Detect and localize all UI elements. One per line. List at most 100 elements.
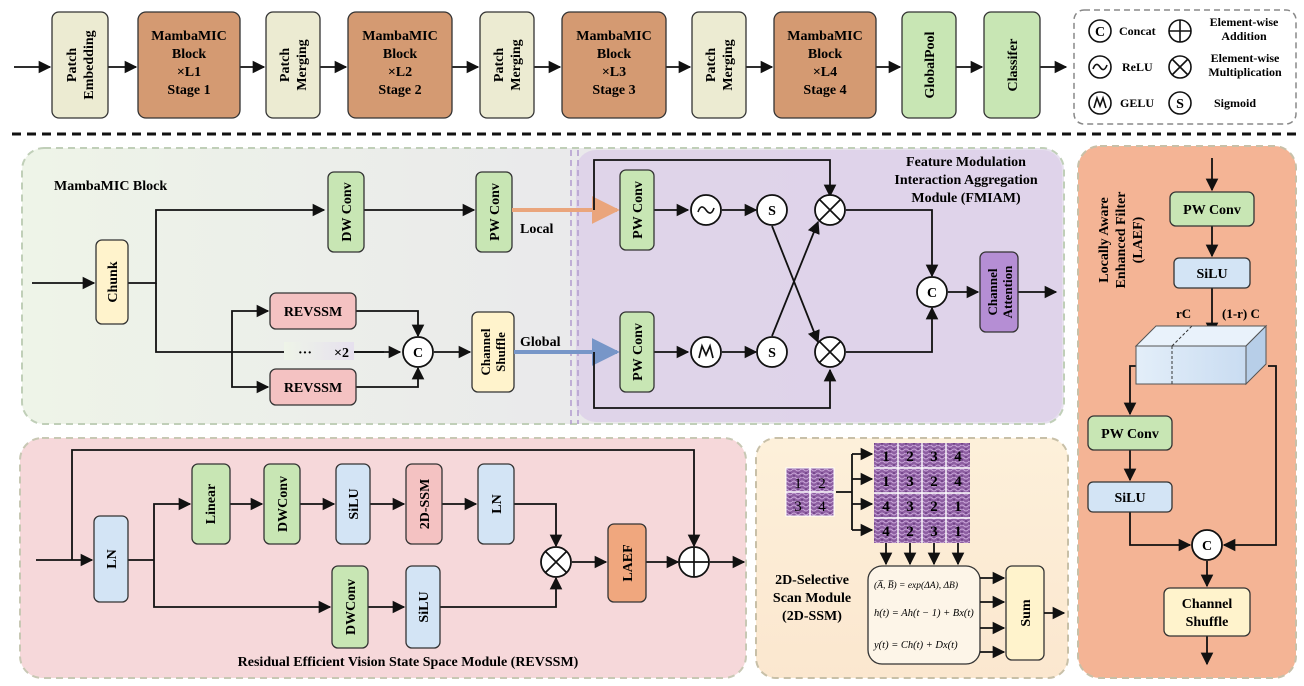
- laef-pw-conv-top-box: [1169, 191, 1255, 227]
- svg-text:S: S: [768, 204, 776, 219]
- svg-text:S: S: [1176, 97, 1184, 112]
- laef-concat-icon: [1191, 529, 1223, 561]
- laef-pw-conv-bottom-label: PW Conv: [1101, 427, 1159, 442]
- laef-silu-top-label: SiLU: [1196, 267, 1227, 282]
- svg-text:C: C: [413, 346, 423, 361]
- laef-silu-bottom-label: SiLU: [1114, 491, 1145, 506]
- stage2-box: [347, 11, 453, 119]
- laef-box: [607, 523, 647, 603]
- laef-silu-bottom-box: [1087, 481, 1173, 513]
- svg-text:4: 4: [882, 524, 890, 540]
- chunk-label: Chunk: [106, 261, 121, 302]
- patch-merging-3-box: [691, 11, 747, 119]
- linear-box: [191, 463, 231, 545]
- legend-gelu-label: GELU: [1120, 96, 1154, 110]
- silu-bottom-label: SiLU: [417, 591, 432, 622]
- laef-pw-conv-top-label: PW Conv: [1183, 203, 1241, 218]
- sum-label: Sum: [1019, 599, 1034, 627]
- repeat-times: ×2: [334, 346, 349, 361]
- laef-silu-top-box: [1173, 257, 1251, 289]
- stage3-box: [561, 11, 667, 119]
- svg-text:1: 1: [794, 476, 802, 492]
- revssm-bottom-label: REVSSM: [284, 381, 342, 396]
- feature-cube: [1134, 324, 1268, 386]
- mambamic-title: MambaMIC Block: [54, 179, 167, 194]
- svg-text:4: 4: [818, 499, 826, 515]
- ssm-box: [405, 463, 443, 545]
- chunk-box: [95, 239, 129, 325]
- svg-text:3: 3: [906, 474, 914, 490]
- channel-attention-box: [979, 251, 1019, 333]
- global-label: Global: [520, 335, 561, 350]
- local-label: Local: [520, 222, 554, 237]
- patch-embedding-box: [51, 11, 109, 119]
- silu-top-label: SiLU: [347, 488, 362, 519]
- classifier-label: Classifer: [1006, 39, 1021, 92]
- pw-conv-local-label: PW Conv: [488, 183, 503, 241]
- svg-text:4: 4: [954, 474, 962, 490]
- sigmoid-top-icon: [756, 194, 788, 226]
- rc-label: rC: [1176, 306, 1191, 321]
- global-pool-label: GlobalPool: [923, 31, 938, 98]
- dwconv-top-label: DWConv: [276, 476, 291, 532]
- fmiam-pw-conv-top-box: [619, 169, 655, 251]
- svg-text:3: 3: [930, 449, 938, 465]
- revssm-panel: Residual Efficient Vision State Space Mo…: [19, 437, 747, 679]
- sigmoid-bottom-icon: [756, 336, 788, 368]
- laef-pw-conv-bottom-box: [1087, 415, 1173, 451]
- ssm2d-panel: 1 2 3 4 1 2 3 4 1 3 2 4 4 3: [755, 437, 1069, 679]
- svg-text:1: 1: [882, 449, 890, 465]
- classifier-box: [983, 11, 1041, 119]
- revssm-ln-in-box: [93, 515, 129, 603]
- dwconv-top-box: [263, 463, 301, 545]
- one-minus-rc-label: (1-r) C: [1222, 306, 1260, 321]
- equation-1: (A̅, B̅) = exp(ΔA), ΔB): [874, 580, 958, 591]
- svg-text:2: 2: [906, 524, 914, 540]
- revssm-top-box: [269, 292, 357, 330]
- fmiam-pw-conv-bottom-label: PW Conv: [631, 323, 646, 381]
- revssm-top-label: REVSSM: [284, 305, 342, 320]
- laef-channel-shuffle-box: [1163, 587, 1251, 637]
- mambamic-panel: MambaMIC Block Chunk DW Conv PW Conv REV…: [21, 147, 1065, 425]
- svg-text:4: 4: [954, 449, 962, 465]
- svg-text:2: 2: [930, 474, 938, 490]
- svg-text:1: 1: [954, 524, 962, 540]
- fmiam-pw-conv-top-label: PW Conv: [631, 181, 646, 239]
- dw-conv-box: [327, 171, 365, 253]
- channel-attention-label: ChannelAttention: [985, 265, 1015, 318]
- svg-text:C: C: [927, 286, 937, 301]
- svg-text:3: 3: [794, 499, 802, 515]
- svg-text:1: 1: [954, 499, 962, 515]
- svg-text:2: 2: [930, 499, 938, 515]
- channel-shuffle-label: ChannelShuffle: [478, 328, 508, 375]
- gelu-icon: [690, 336, 722, 368]
- input-grid: 1 2 3 4: [785, 467, 835, 517]
- patch-merging-2-box: [479, 11, 535, 119]
- silu-bottom-box: [405, 565, 441, 649]
- fmiam-pw-conv-bottom-box: [619, 311, 655, 393]
- concat-symbol-icon: [1088, 19, 1112, 43]
- equation-2: h(t) = Ah(t − 1) + Bx(t): [874, 608, 974, 619]
- laef-box-label: LAEF: [621, 544, 636, 581]
- concat-icon: [402, 336, 434, 368]
- linear-label: Linear: [204, 484, 219, 524]
- svg-text:3: 3: [906, 499, 914, 515]
- dw-conv-label: DW Conv: [340, 182, 355, 241]
- svg-text:S: S: [768, 346, 776, 361]
- dwconv-bottom-box: [331, 565, 369, 649]
- revssm-ln-in-label: LN: [105, 549, 120, 568]
- revssm-title: Residual Efficient Vision State Space Mo…: [238, 655, 579, 670]
- legend-sigmoid-label: Sigmoid: [1214, 96, 1256, 110]
- dwconv-bottom-label: DWConv: [344, 579, 359, 635]
